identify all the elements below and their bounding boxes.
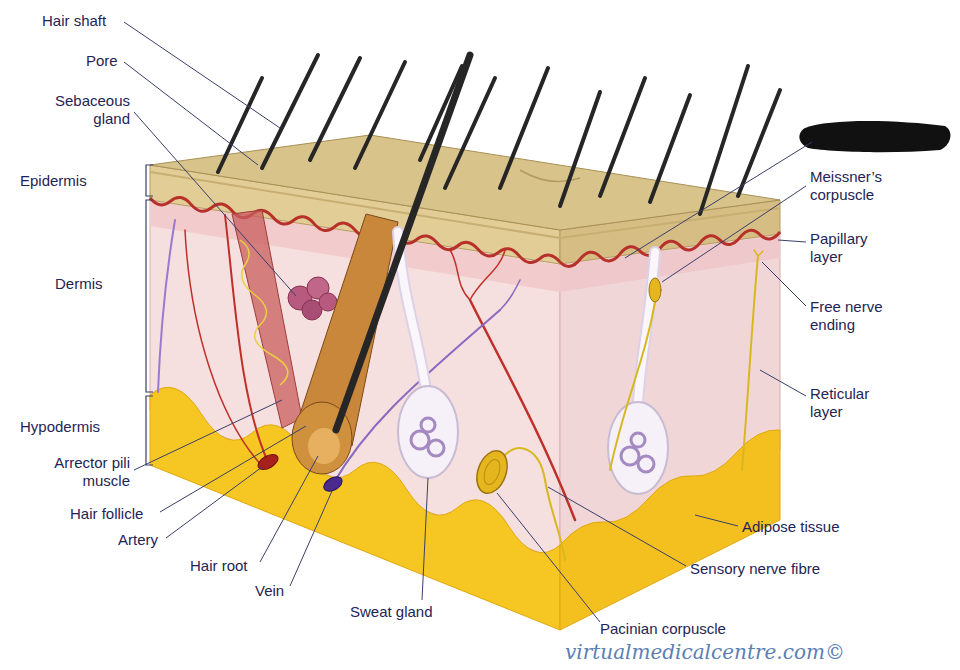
leader-lines xyxy=(166,467,262,538)
part-label: Papillary layer xyxy=(810,230,894,266)
part-label: Sebaceous gland xyxy=(44,92,130,128)
sweat-glands xyxy=(421,418,435,432)
part-label: Free nerve ending xyxy=(810,298,898,334)
arrector-pili-muscle xyxy=(232,210,302,428)
leader-lines xyxy=(260,456,318,562)
sweat-glands xyxy=(411,431,429,449)
redaction-blob xyxy=(799,121,950,152)
nerves xyxy=(649,278,661,302)
hairs xyxy=(500,68,548,188)
hairs xyxy=(218,55,780,430)
part-label: Hair follicle xyxy=(70,505,143,523)
hairs xyxy=(738,90,780,196)
sweat-glands xyxy=(428,440,444,456)
nerves xyxy=(742,256,758,470)
adipose-tissue xyxy=(150,387,780,630)
hairs xyxy=(310,58,360,160)
part-label: Arrector pili muscle xyxy=(26,454,130,490)
part-label: Adipose tissue xyxy=(742,518,840,536)
part-label: Meissner’s corpuscle xyxy=(810,168,902,204)
sebaceous-gland xyxy=(288,277,337,320)
part-label: Pore xyxy=(86,52,118,70)
part-label: Hair root xyxy=(190,557,248,575)
sweat-glands xyxy=(638,252,655,404)
leader-lines xyxy=(422,478,428,600)
blood-vessels xyxy=(321,474,344,494)
sweat-glands xyxy=(638,456,654,472)
leader-lines xyxy=(625,142,812,258)
leader-lines xyxy=(134,112,296,296)
sweat-glands xyxy=(638,252,655,404)
nerves xyxy=(505,448,565,560)
sweat-glands xyxy=(398,232,426,392)
hair-follicle xyxy=(292,214,398,474)
brackets xyxy=(146,200,153,392)
leader-lines xyxy=(290,491,332,586)
part-label: Dermis xyxy=(55,275,103,293)
blood-vessels xyxy=(470,300,575,520)
papillary-junction xyxy=(560,230,780,266)
leader-lines xyxy=(548,487,686,566)
leader-lines xyxy=(124,62,258,165)
hairs xyxy=(650,95,690,202)
blood-vessels xyxy=(158,220,175,392)
hairs xyxy=(560,92,600,206)
sweat-glands xyxy=(621,447,639,465)
blood-vessels xyxy=(500,280,520,310)
part-label: Reticular layer xyxy=(810,385,894,421)
watermark: virtualmedicalcentre.com© xyxy=(565,640,845,664)
brackets xyxy=(146,165,153,465)
leader-lines xyxy=(662,186,806,282)
nerves xyxy=(754,250,763,256)
blood-vessels xyxy=(158,215,575,520)
part-label: Artery xyxy=(118,531,158,549)
leader-lines xyxy=(134,400,282,470)
hairs xyxy=(355,62,405,168)
part-label: Vein xyxy=(255,582,284,600)
nerves xyxy=(471,447,512,498)
leader-lines xyxy=(160,426,306,512)
hairs xyxy=(262,55,318,168)
nerves xyxy=(471,250,763,560)
hairs xyxy=(336,55,470,430)
sweat-glands xyxy=(398,232,426,392)
leader-lines xyxy=(497,493,600,622)
part-label: Sensory nerve fibre xyxy=(690,560,820,578)
leader-lines xyxy=(124,22,812,622)
part-label: Pacinian corpuscle xyxy=(600,620,726,638)
hairs xyxy=(218,78,262,172)
sebaceous-gland xyxy=(319,293,337,311)
brackets xyxy=(146,396,153,465)
leader-lines xyxy=(760,370,806,396)
arrector-pili-muscle xyxy=(232,210,302,428)
nerves xyxy=(481,457,503,486)
redaction-blob xyxy=(799,121,950,152)
hairs xyxy=(600,78,645,196)
part-label: Hypodermis xyxy=(20,418,100,436)
sweat-glands xyxy=(631,433,645,447)
sweat-glands xyxy=(398,386,458,478)
sweat-glands xyxy=(608,402,668,494)
part-label: Hair shaft xyxy=(42,12,106,30)
blood-vessels xyxy=(450,250,505,300)
leader-lines xyxy=(778,240,806,242)
nerves xyxy=(610,302,655,470)
leader-lines xyxy=(762,262,806,306)
arrector-pili-muscle xyxy=(240,240,288,385)
part-label: Sweat gland xyxy=(350,603,433,621)
leader-lines xyxy=(124,22,280,128)
leader-lines xyxy=(695,515,738,526)
part-label: Epidermis xyxy=(20,172,87,190)
brackets xyxy=(146,165,153,196)
